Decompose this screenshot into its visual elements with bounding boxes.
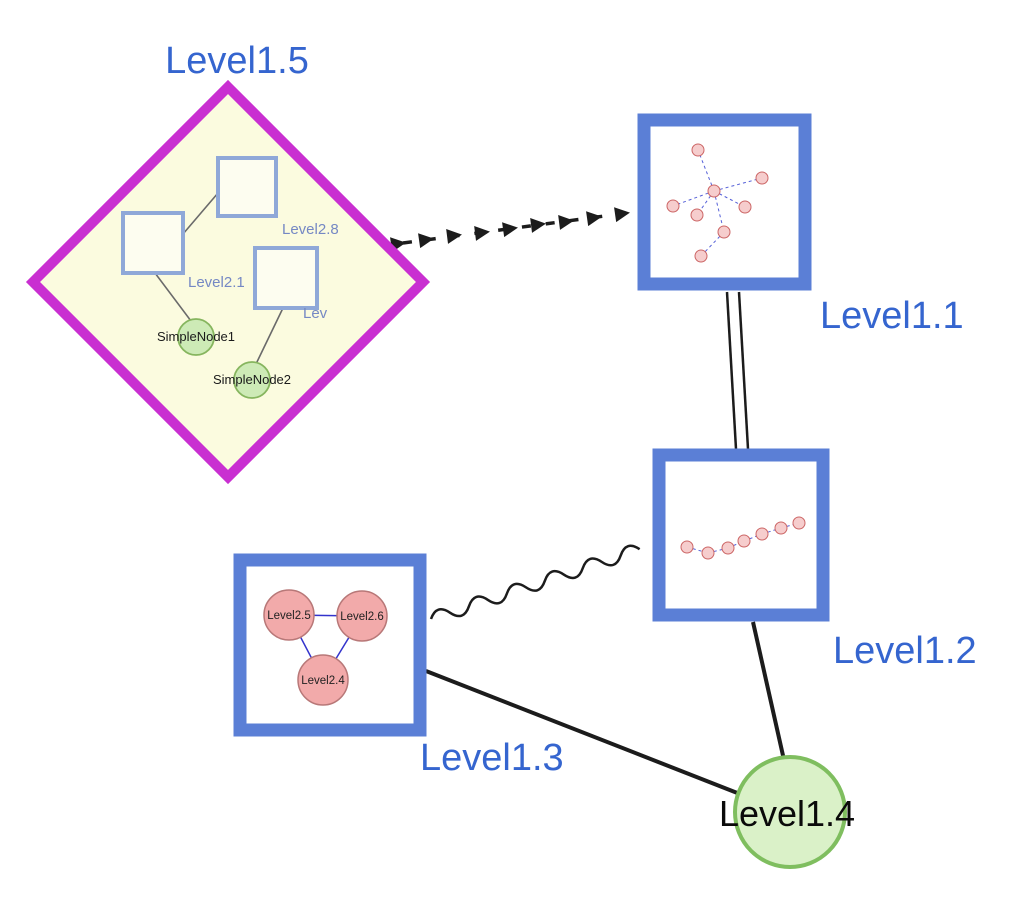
node-level1-5[interactable]: Level2.8 Level2.1 Lev SimpleNode1 Simple…: [25, 79, 431, 485]
mini-node[interactable]: [694, 249, 708, 263]
mini-node[interactable]: [701, 546, 715, 560]
diamond-shape[interactable]: [25, 79, 431, 485]
node-level2-4[interactable]: [297, 654, 349, 706]
edge-level13-to-level12[interactable]: [429, 543, 642, 625]
mini-graph-level1-2: [680, 516, 806, 560]
label-level1-1: Level1.1: [820, 295, 964, 337]
label-level1-5: Level1.5: [165, 40, 309, 82]
label-level1-2: Level1.2: [833, 630, 977, 672]
mini-node[interactable]: [737, 534, 751, 548]
inner-square-left[interactable]: [121, 211, 185, 275]
label-lev: Lev: [303, 305, 328, 322]
mini-node[interactable]: [774, 521, 788, 535]
label-simplenode1: SimpleNode1: [157, 329, 235, 344]
label-level2-4: Level2.4: [301, 675, 345, 687]
inner-square-top[interactable]: [216, 156, 278, 218]
label-level2-5: Level2.5: [267, 610, 310, 622]
edge-level12-to-level14[interactable]: [751, 621, 786, 761]
circle-level1-4[interactable]: [733, 755, 847, 869]
node-level2-6[interactable]: [336, 590, 388, 642]
mini-node[interactable]: [755, 527, 769, 541]
label-level2-8: Level2.8: [282, 221, 339, 238]
mini-node[interactable]: [680, 540, 694, 554]
node-simplenode1[interactable]: [177, 318, 215, 356]
edge-level11-to-level12[interactable]: [725, 291, 750, 450]
group-box-level1-2[interactable]: [652, 448, 830, 622]
mini-node[interactable]: [691, 143, 705, 157]
node-level1-4[interactable]: Level1.4: [719, 755, 855, 869]
label-simplenode2: SimpleNode2: [213, 372, 291, 387]
mini-node[interactable]: [707, 184, 721, 198]
mini-node[interactable]: [721, 541, 735, 555]
inner-square-right[interactable]: [253, 246, 319, 310]
label-level1-4: Level1.4: [719, 793, 855, 834]
mini-graph-level1-3: Level2.5 Level2.6 Level2.4: [263, 589, 388, 706]
node-level1-2[interactable]: [652, 448, 830, 622]
mini-node[interactable]: [690, 208, 704, 222]
inner-edge-left-to-simplenode1[interactable]: [154, 272, 192, 322]
mini-node[interactable]: [666, 199, 680, 213]
mini-node[interactable]: [738, 200, 752, 214]
edge-level15-to-level11[interactable]: [390, 207, 630, 253]
inner-edge-left-to-top[interactable]: [182, 192, 219, 235]
node-level1-3[interactable]: Level2.5 Level2.6 Level2.4: [233, 553, 427, 737]
mini-graph-level1-1: [666, 143, 769, 263]
mini-node[interactable]: [792, 516, 806, 530]
inner-edge-right-to-simplenode2[interactable]: [255, 307, 284, 365]
mini-node[interactable]: [755, 171, 769, 185]
node-level1-1[interactable]: [637, 113, 812, 291]
label-level2-1: Level2.1: [188, 274, 245, 291]
label-level1-3: Level1.3: [420, 737, 564, 779]
node-level2-5[interactable]: [263, 589, 315, 641]
mini-node[interactable]: [717, 225, 731, 239]
node-simplenode2[interactable]: [233, 361, 271, 399]
label-level2-6: Level2.6: [340, 611, 383, 623]
edge-level13-to-level14[interactable]: [425, 669, 746, 798]
